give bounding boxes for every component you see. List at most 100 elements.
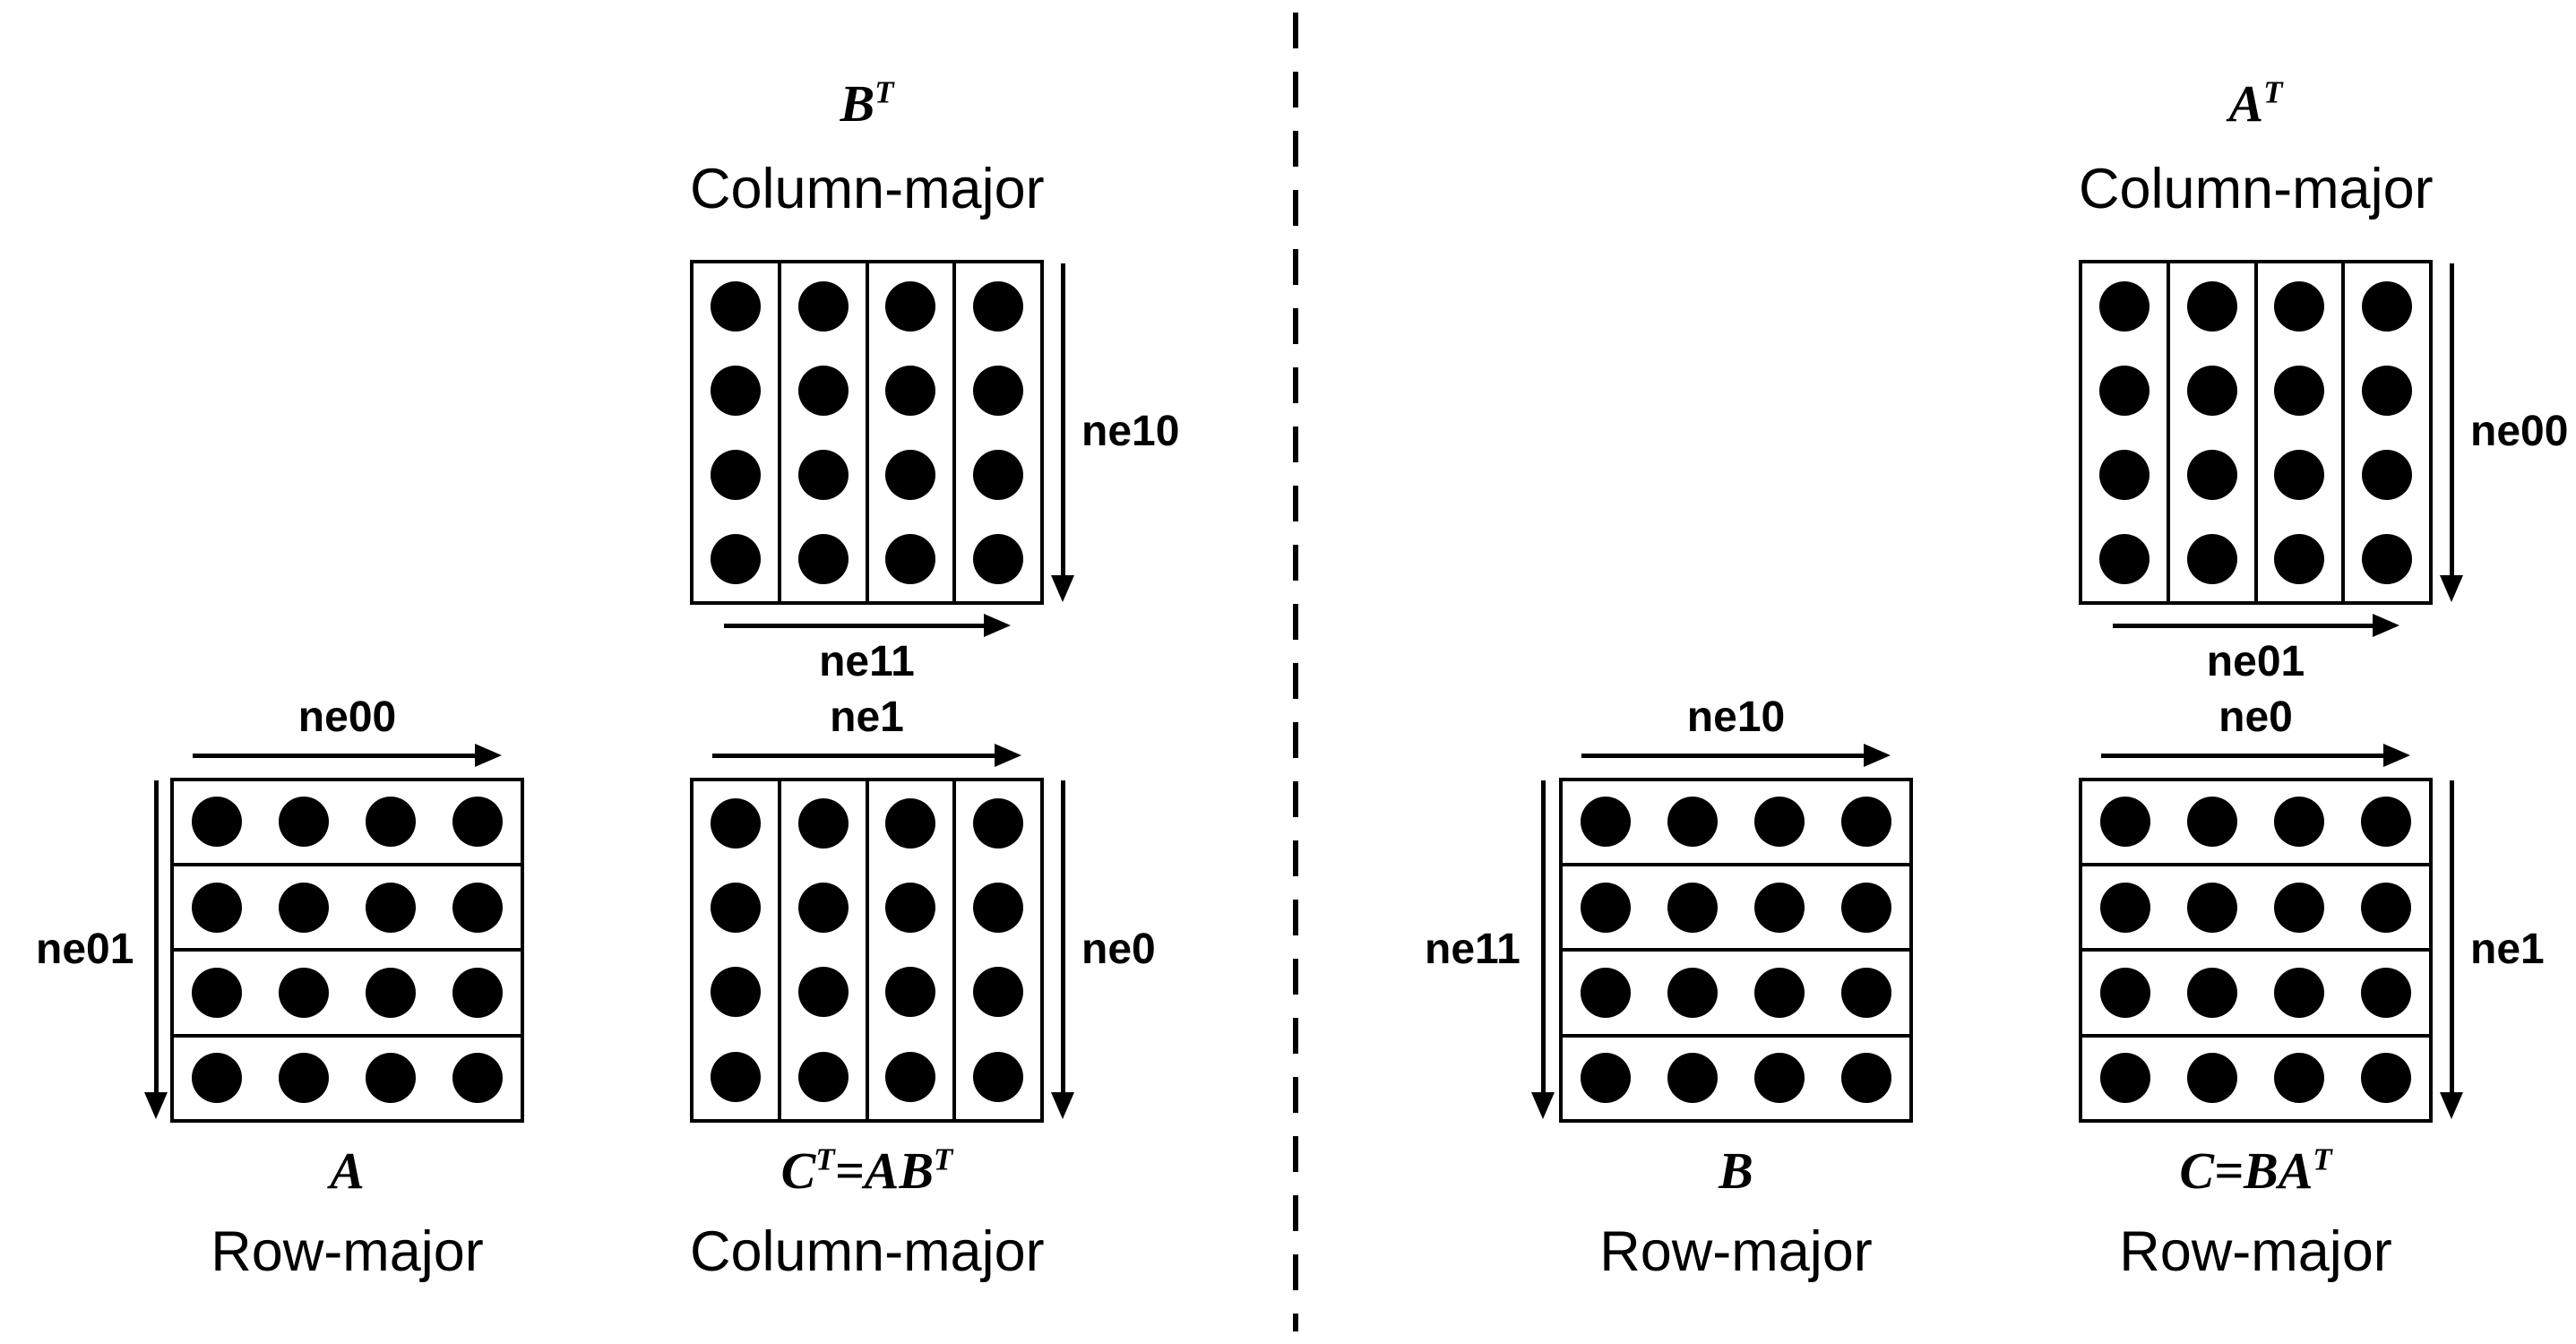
transpose-superscript: T (815, 1142, 835, 1177)
matrix-element-dot (2273, 797, 2324, 848)
panel-divider-dashed-line (1293, 13, 1298, 1331)
matrix-element-dot (710, 883, 761, 934)
matrix-grid (170, 777, 524, 1123)
matrix-symbol: A (2228, 74, 2264, 133)
arrow-down-icon (1051, 780, 1074, 1120)
right-panel: AT Column-major ne00 ne01 ne10 (1288, 0, 2576, 1344)
left-panel: BT Column-major ne10 ne11 ne00 (36, 72, 1179, 1289)
matrix-assembly-c-transpose: ne1 ne0 CT=ABT Column-major (690, 694, 1156, 1289)
arrow-right-icon (723, 614, 1011, 638)
matrix-element-dot (797, 883, 849, 934)
matrix-row-strip (1563, 1038, 1909, 1119)
matrix-element-dot (2098, 534, 2150, 585)
arrow-right-icon (2112, 614, 2399, 638)
matrix-element-dot (1753, 882, 1805, 933)
matrix-element-dot (192, 1053, 243, 1104)
matrix-element-dot (1667, 882, 1719, 933)
matrix-title: B Row-major (1559, 1139, 1913, 1289)
matrix-element-dot (973, 450, 1024, 501)
dimension-label: ne0 (1081, 925, 1156, 973)
matrix-name-label: BT (690, 72, 1044, 137)
arrow-right-icon (193, 743, 502, 767)
matrix-element-dot (885, 534, 936, 585)
matrix-row-strip (1563, 781, 1909, 867)
matrix-element-dot (885, 967, 936, 1018)
matrix-element-dot (2273, 882, 2324, 933)
matrix-symbol: B (840, 74, 875, 133)
matrix-element-dot (1840, 882, 1891, 933)
matrix-element-dot (1581, 1053, 1632, 1104)
matrix-column-strip (869, 780, 957, 1119)
dimension-label: ne11 (1425, 925, 1521, 973)
matrix-element-dot (797, 365, 849, 416)
matrix-element-dot (2186, 365, 2237, 416)
matrix-element-dot (885, 280, 936, 332)
matrix-column-strip (2082, 263, 2170, 602)
matrix-symbol: C (780, 1141, 816, 1200)
matrix-row-strip (174, 866, 521, 952)
arrow-right-icon (1581, 743, 1891, 767)
matrix-element-dot (1840, 797, 1891, 848)
matrix-element-dot (885, 1051, 936, 1102)
storage-order-label: Column-major (690, 1220, 1045, 1284)
matrix-element-dot (797, 534, 849, 585)
matrix-column-strip (2258, 263, 2346, 602)
matrix-element-dot (2186, 534, 2237, 585)
matrix-element-dot (2360, 1053, 2411, 1104)
matrix-column-strip (694, 263, 781, 602)
matrix-element-dot (1753, 1053, 1805, 1104)
matrix-symbol: C=BA (2179, 1141, 2313, 1200)
bottom-axis: ne01 (2079, 614, 2433, 686)
top-axis: ne10 (1559, 694, 1913, 767)
matrix-element-dot (452, 882, 503, 933)
transpose-superscript: T (874, 74, 894, 110)
matrix-column-strip (781, 263, 869, 602)
matrix-element-dot (2274, 280, 2325, 332)
arrow-right-icon (712, 743, 1021, 767)
matrix-symbol: A (330, 1141, 365, 1200)
matrix-element-dot (797, 280, 849, 332)
matrix-name-label: C=BAT (2079, 1139, 2433, 1204)
matrix-element-dot (1753, 797, 1805, 848)
matrix-column-strip (2170, 263, 2258, 602)
matrix-element-dot (2362, 365, 2413, 416)
matrix-element-dot (2187, 882, 2238, 933)
matrix-title: C=BAT Row-major (2079, 1139, 2433, 1289)
storage-order-label: Row-major (2119, 1220, 2392, 1284)
matrix-element-dot (279, 797, 330, 848)
right-axis: ne00 (2433, 260, 2568, 605)
matrix-element-dot (1840, 1053, 1891, 1104)
matrix-row-strip (2082, 952, 2429, 1038)
matrix-element-dot (2098, 365, 2150, 416)
top-axis: ne1 (690, 694, 1044, 767)
matrix-element-dot (710, 1051, 761, 1102)
matrix-element-dot (710, 450, 761, 501)
dimension-label: ne10 (1081, 408, 1180, 456)
matrix-element-dot (973, 534, 1024, 585)
matrix-element-dot (1581, 882, 1632, 933)
matrix-with-axes: ne1 (2079, 777, 2545, 1123)
left-axis: ne01 (36, 778, 170, 1123)
matrix-column-strip (956, 263, 1040, 601)
matrix-title: AT Column-major (2079, 72, 2434, 226)
top-axis: ne00 (170, 694, 524, 767)
matrix-name-label: CT=ABT (690, 1139, 1044, 1204)
matrix-element-dot (452, 1053, 503, 1104)
matrix-assembly-b-transpose: BT Column-major ne10 ne11 (690, 72, 1179, 686)
dimension-label: ne01 (36, 925, 134, 973)
matrix-element-dot (973, 797, 1024, 849)
dimension-label: ne11 (819, 638, 915, 686)
matrix-element-dot (2360, 967, 2411, 1018)
matrix-element-dot (1753, 967, 1805, 1018)
matrix-row-strip (1563, 866, 1909, 952)
dimension-label: ne0 (2218, 694, 2293, 741)
matrix-symbol: =AB (834, 1141, 935, 1200)
matrix-element-dot (2273, 1053, 2324, 1104)
matrix-element-dot (2100, 967, 2151, 1018)
matrix-element-dot (2274, 450, 2325, 501)
matrix-element-dot (2100, 797, 2151, 848)
matrix-row-strip (174, 781, 521, 867)
matrix-element-dot (192, 967, 243, 1018)
matrix-name-label: AT (2079, 72, 2433, 137)
matrix-element-dot (279, 967, 330, 1018)
